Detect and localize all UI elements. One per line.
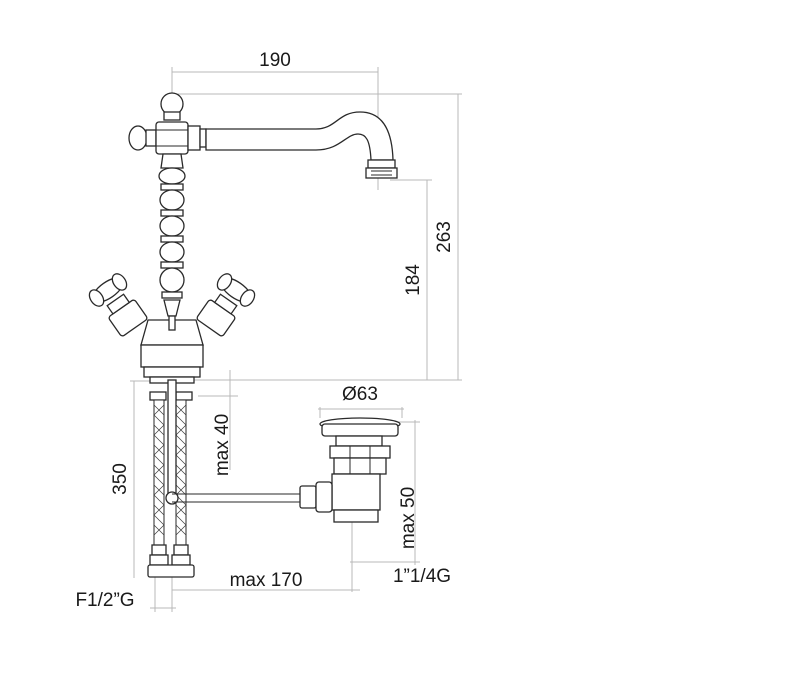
label-waste-thread: 1”1/4G (393, 566, 451, 587)
label-max-waste: max 50 (398, 487, 419, 549)
waste-assembly (299, 417, 401, 523)
label-width-spout: 190 (259, 50, 291, 71)
label-waste-diameter: Ø63 (342, 384, 378, 405)
dimension-lines (130, 67, 462, 612)
faucet (88, 92, 398, 384)
label-max-reach: max 170 (230, 570, 303, 591)
pop-up-rod (165, 379, 300, 505)
label-hose-length: 350 (110, 463, 131, 495)
label-inlet-thread: F1/2”G (75, 590, 134, 611)
dimension-labels: 190 263 184 Ø63 max 40 350 max 50 max 17… (75, 50, 455, 611)
label-max-deck: max 40 (212, 414, 233, 476)
label-overall-height: 263 (434, 221, 455, 253)
supply-hoses (147, 391, 195, 578)
label-spout-height: 184 (403, 264, 424, 296)
